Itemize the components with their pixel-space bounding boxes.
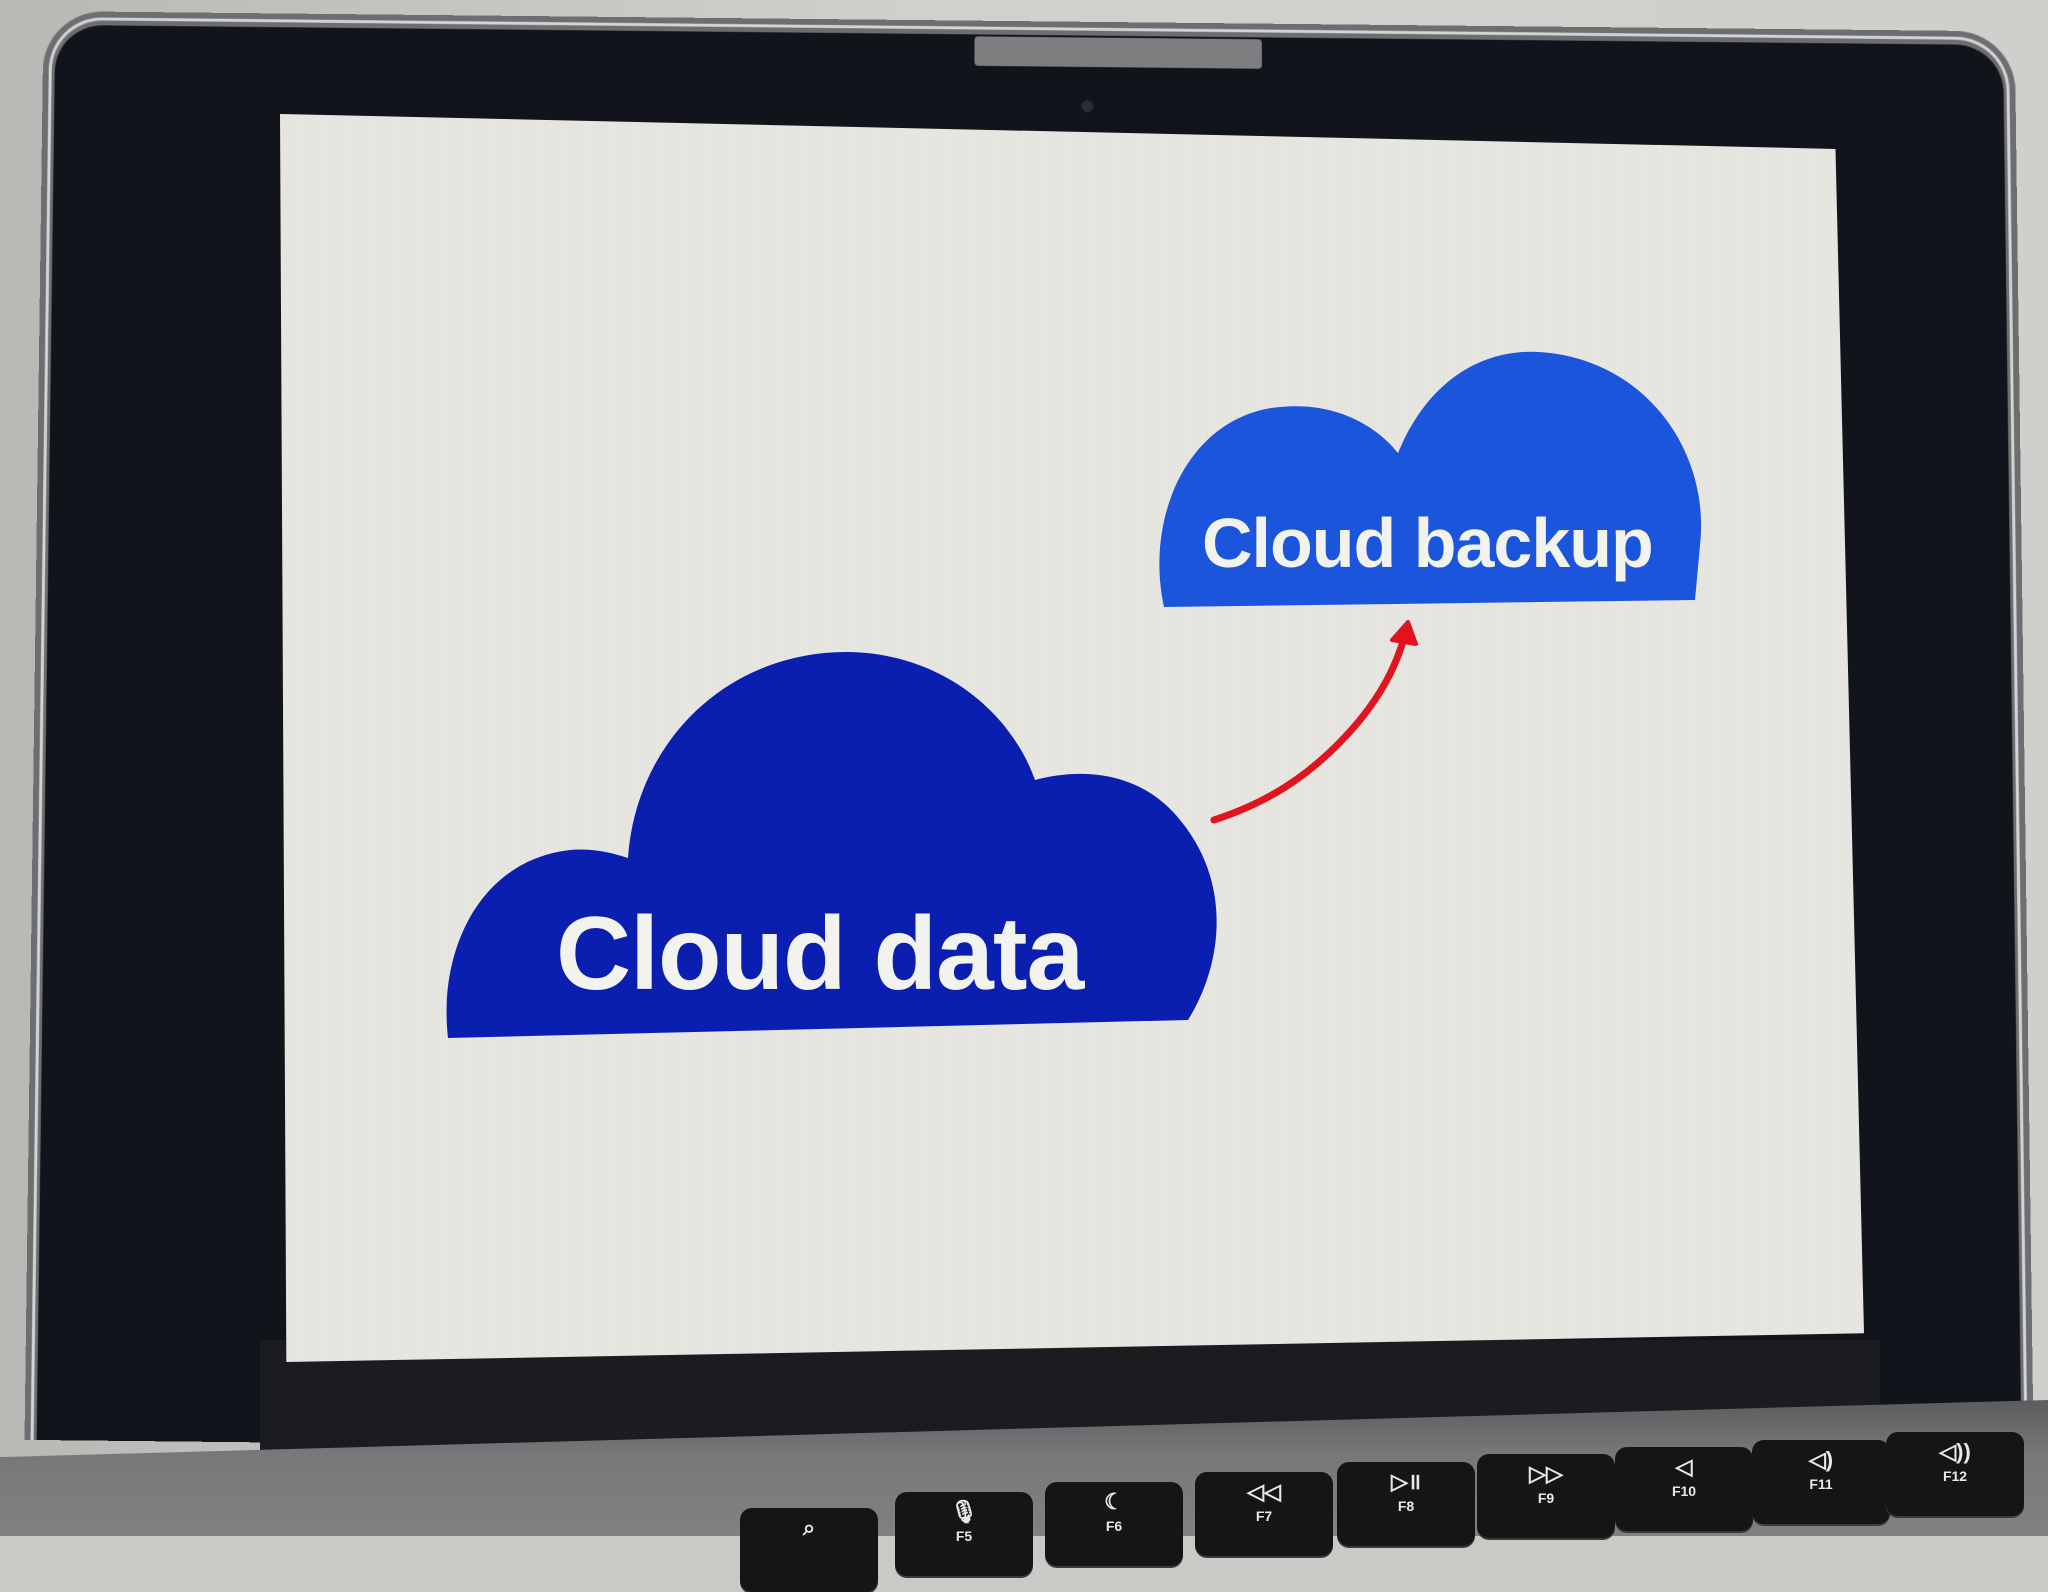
cloud-backup-label: Cloud backup: [1202, 504, 1654, 582]
key-label: F9: [1537, 1490, 1555, 1506]
cloud-icon: [446, 651, 1217, 1038]
function-key-row: ⌕ 🎙 F5 ☾ F6 ◁◁ F7 ▷॥ F8 ▷▷ F9 ◁ F10 ◁) F…: [740, 1432, 2024, 1592]
volume-up-icon: ◁)): [1939, 1439, 1971, 1464]
microphone-icon: 🎙: [950, 1499, 978, 1524]
key-label: F5: [955, 1528, 973, 1544]
key-label: F12: [1942, 1468, 1968, 1484]
key-f12[interactable]: ◁)) F12: [1886, 1432, 2024, 1516]
key-f4[interactable]: ⌕: [740, 1508, 878, 1592]
arrow-icon: [1210, 620, 1418, 824]
lid-notch: [974, 36, 1262, 69]
cloud-data-label: Cloud data: [556, 896, 1084, 1012]
moon-icon: ☾: [1104, 1489, 1124, 1514]
search-icon: ⌕: [802, 1515, 816, 1540]
key-f9[interactable]: ▷▷ F9: [1477, 1454, 1615, 1538]
camera-icon: [1081, 100, 1094, 113]
volume-down-icon: ◁): [1808, 1447, 1834, 1472]
key-label: F7: [1255, 1508, 1273, 1524]
key-label: F8: [1397, 1498, 1415, 1514]
cloud-backup-shape: Cloud backup: [1150, 345, 1710, 610]
key-label: F11: [1809, 1476, 1833, 1492]
fast-forward-icon: ▷▷: [1529, 1461, 1563, 1486]
key-f8[interactable]: ▷॥ F8: [1337, 1462, 1475, 1546]
key-f5[interactable]: 🎙 F5: [895, 1492, 1033, 1576]
rewind-icon: ◁◁: [1247, 1479, 1281, 1504]
mute-icon: ◁: [1675, 1454, 1693, 1479]
key-f10[interactable]: ◁ F10: [1615, 1447, 1753, 1531]
play-pause-icon: ▷॥: [1390, 1469, 1422, 1494]
key-f7[interactable]: ◁◁ F7: [1195, 1472, 1333, 1556]
key-label: F10: [1671, 1483, 1697, 1499]
key-f11[interactable]: ◁) F11: [1752, 1440, 1890, 1524]
key-label: F6: [1105, 1518, 1123, 1534]
cloud-icon: [1159, 351, 1702, 607]
cloud-data-shape: Cloud data: [440, 650, 1220, 1042]
presentation-slide: [280, 114, 1864, 1362]
screen-texture: [280, 114, 1864, 1362]
key-f6[interactable]: ☾ F6: [1045, 1482, 1183, 1566]
